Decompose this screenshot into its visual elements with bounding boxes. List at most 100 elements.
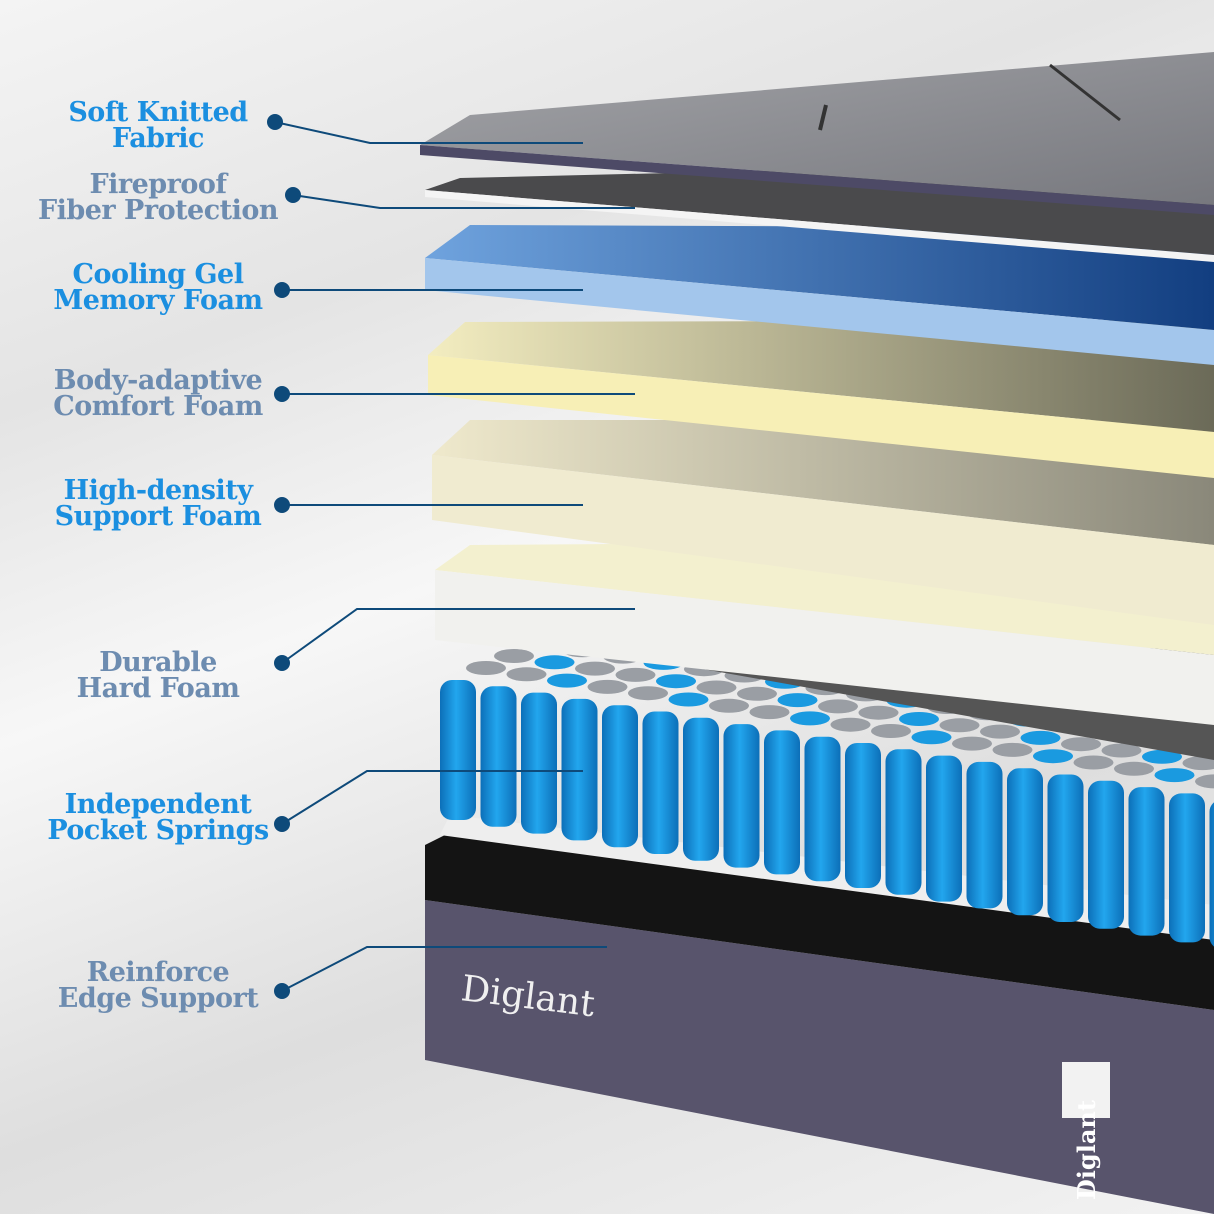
spring-top <box>1020 730 1061 745</box>
spring-top <box>1033 749 1073 764</box>
layer-label-line: Cooling Gel <box>72 259 244 290</box>
spring-top <box>628 686 668 701</box>
comfort-foam-layer <box>428 320 1214 478</box>
pocket-spring <box>440 680 476 820</box>
layer-label-line: Fiber Protection <box>37 195 279 226</box>
layer-label-line: Body-adaptive <box>53 365 263 396</box>
spring-top <box>1073 755 1114 770</box>
pocket-spring <box>1088 780 1124 929</box>
gel-foam-layer <box>425 225 1214 365</box>
spring-top <box>506 667 547 682</box>
leader-line <box>281 608 635 664</box>
leader-line <box>281 770 583 825</box>
spring-top <box>668 692 709 707</box>
pocket-spring <box>1209 802 1214 947</box>
leader-line <box>274 121 583 144</box>
layer-label-line: Memory Foam <box>53 285 263 316</box>
spring-top <box>871 724 911 738</box>
leader-dot <box>285 187 301 203</box>
layer-label-line: Durable <box>99 647 217 678</box>
spring-top <box>534 655 575 670</box>
spring-top <box>737 686 777 701</box>
spring-top <box>1101 743 1142 758</box>
pocket-spring <box>926 755 962 902</box>
layer-label-line: High-density <box>63 475 253 506</box>
spring-top <box>1154 768 1195 783</box>
spring-top <box>656 674 696 689</box>
spring-top <box>858 705 899 720</box>
spring-top <box>709 698 749 713</box>
spring-top <box>615 667 656 682</box>
pocket-spring <box>683 717 719 861</box>
leader-lines <box>267 114 635 999</box>
spring-top <box>980 724 1020 739</box>
pocket-spring <box>966 761 1003 909</box>
fabric-layer <box>420 52 1214 215</box>
spring-top <box>899 712 939 726</box>
layer-label-line: Fireproof <box>89 169 227 200</box>
pocket-spring <box>723 724 760 868</box>
leader-line <box>292 194 635 209</box>
pocket-spring <box>521 692 557 834</box>
pocket-spring <box>1128 787 1165 936</box>
spring-top <box>952 736 992 751</box>
spring-top <box>575 661 615 676</box>
layer-label-line: Fabric <box>112 123 205 154</box>
leader-dot <box>274 497 290 513</box>
spring-top <box>992 742 1033 757</box>
layer-label-line: Pocket Springs <box>47 815 269 846</box>
pocket-spring <box>804 736 841 882</box>
pocket-spring <box>1007 768 1043 916</box>
leader-dot <box>274 282 290 298</box>
pocket-spring <box>561 698 598 841</box>
spring-top <box>1114 761 1154 776</box>
layer-label-line: Edge Support <box>57 983 259 1014</box>
layer-label-line: Comfort Foam <box>53 391 263 422</box>
layer-label-line: Independent <box>64 789 252 820</box>
pocket-spring <box>602 705 638 848</box>
spring-top <box>1061 737 1101 752</box>
spring-top <box>830 717 871 732</box>
side-logo: Diglant <box>1072 1100 1101 1200</box>
spring-top <box>1182 756 1214 771</box>
pocket-spring <box>845 743 881 888</box>
leader-dot <box>274 386 290 402</box>
spring-top <box>1142 749 1182 764</box>
spring-top <box>911 730 952 745</box>
spring-top <box>939 718 980 733</box>
layer-label-line: Soft Knitted <box>68 97 248 128</box>
spring-top <box>749 705 790 720</box>
leader-dot <box>274 816 290 832</box>
spring-top <box>696 680 737 695</box>
spring-top <box>777 693 818 708</box>
spring-top <box>818 699 858 714</box>
pocket-spring <box>1047 774 1084 922</box>
leader-dot <box>267 114 283 130</box>
layer-label-line: Support Foam <box>54 501 262 532</box>
spring-top <box>494 649 534 663</box>
pocket-spring <box>642 711 679 854</box>
layer-label-line: Hard Foam <box>76 673 240 704</box>
care-tag <box>1062 1062 1110 1118</box>
leader-dot <box>274 655 290 671</box>
spring-top <box>790 711 830 726</box>
leader-dot <box>274 983 290 999</box>
pocket-spring <box>1169 793 1205 943</box>
layer-label-line: Reinforce <box>86 957 230 988</box>
pocket-spring <box>885 749 922 895</box>
pocket-spring <box>480 686 517 827</box>
pocket-spring <box>764 730 800 875</box>
spring-top <box>1195 774 1214 789</box>
spring-top <box>587 679 628 694</box>
leader-line <box>281 946 607 992</box>
spring-top <box>547 673 587 688</box>
